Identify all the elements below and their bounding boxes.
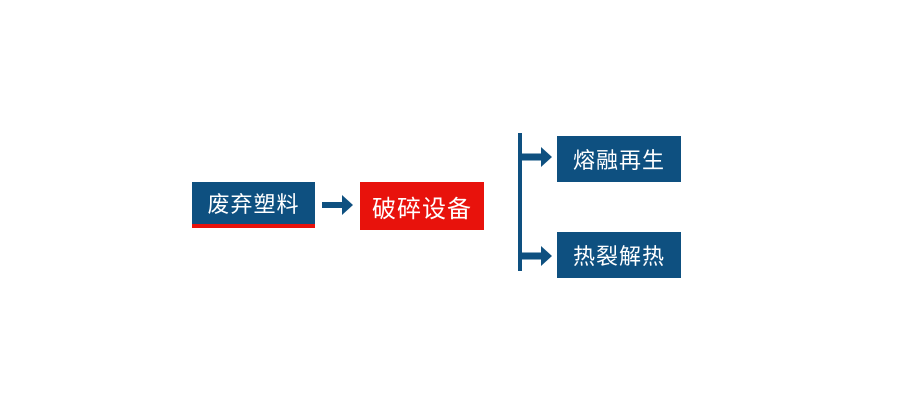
branch-right-arrow-icon-1 xyxy=(518,244,554,268)
right-arrow-icon xyxy=(322,191,354,219)
node-outcome-pyrolysis-heat[interactable]: 热裂解热 xyxy=(557,232,681,278)
node-process-crusher[interactable]: 破碎设备 xyxy=(360,182,484,230)
node-outcome-label-0: 熔融再生 xyxy=(572,148,665,173)
node-outcome-label-1: 热裂解热 xyxy=(572,244,665,269)
branch-spine-line xyxy=(518,133,522,271)
node-source-label: 废弃塑料 xyxy=(207,192,300,217)
node-outcome-melt-recycle[interactable]: 熔融再生 xyxy=(557,136,681,182)
node-source-waste-plastic[interactable]: 废弃塑料 xyxy=(192,182,315,228)
branch-right-arrow-icon-0 xyxy=(518,145,554,169)
node-process-label: 破碎设备 xyxy=(372,195,472,223)
